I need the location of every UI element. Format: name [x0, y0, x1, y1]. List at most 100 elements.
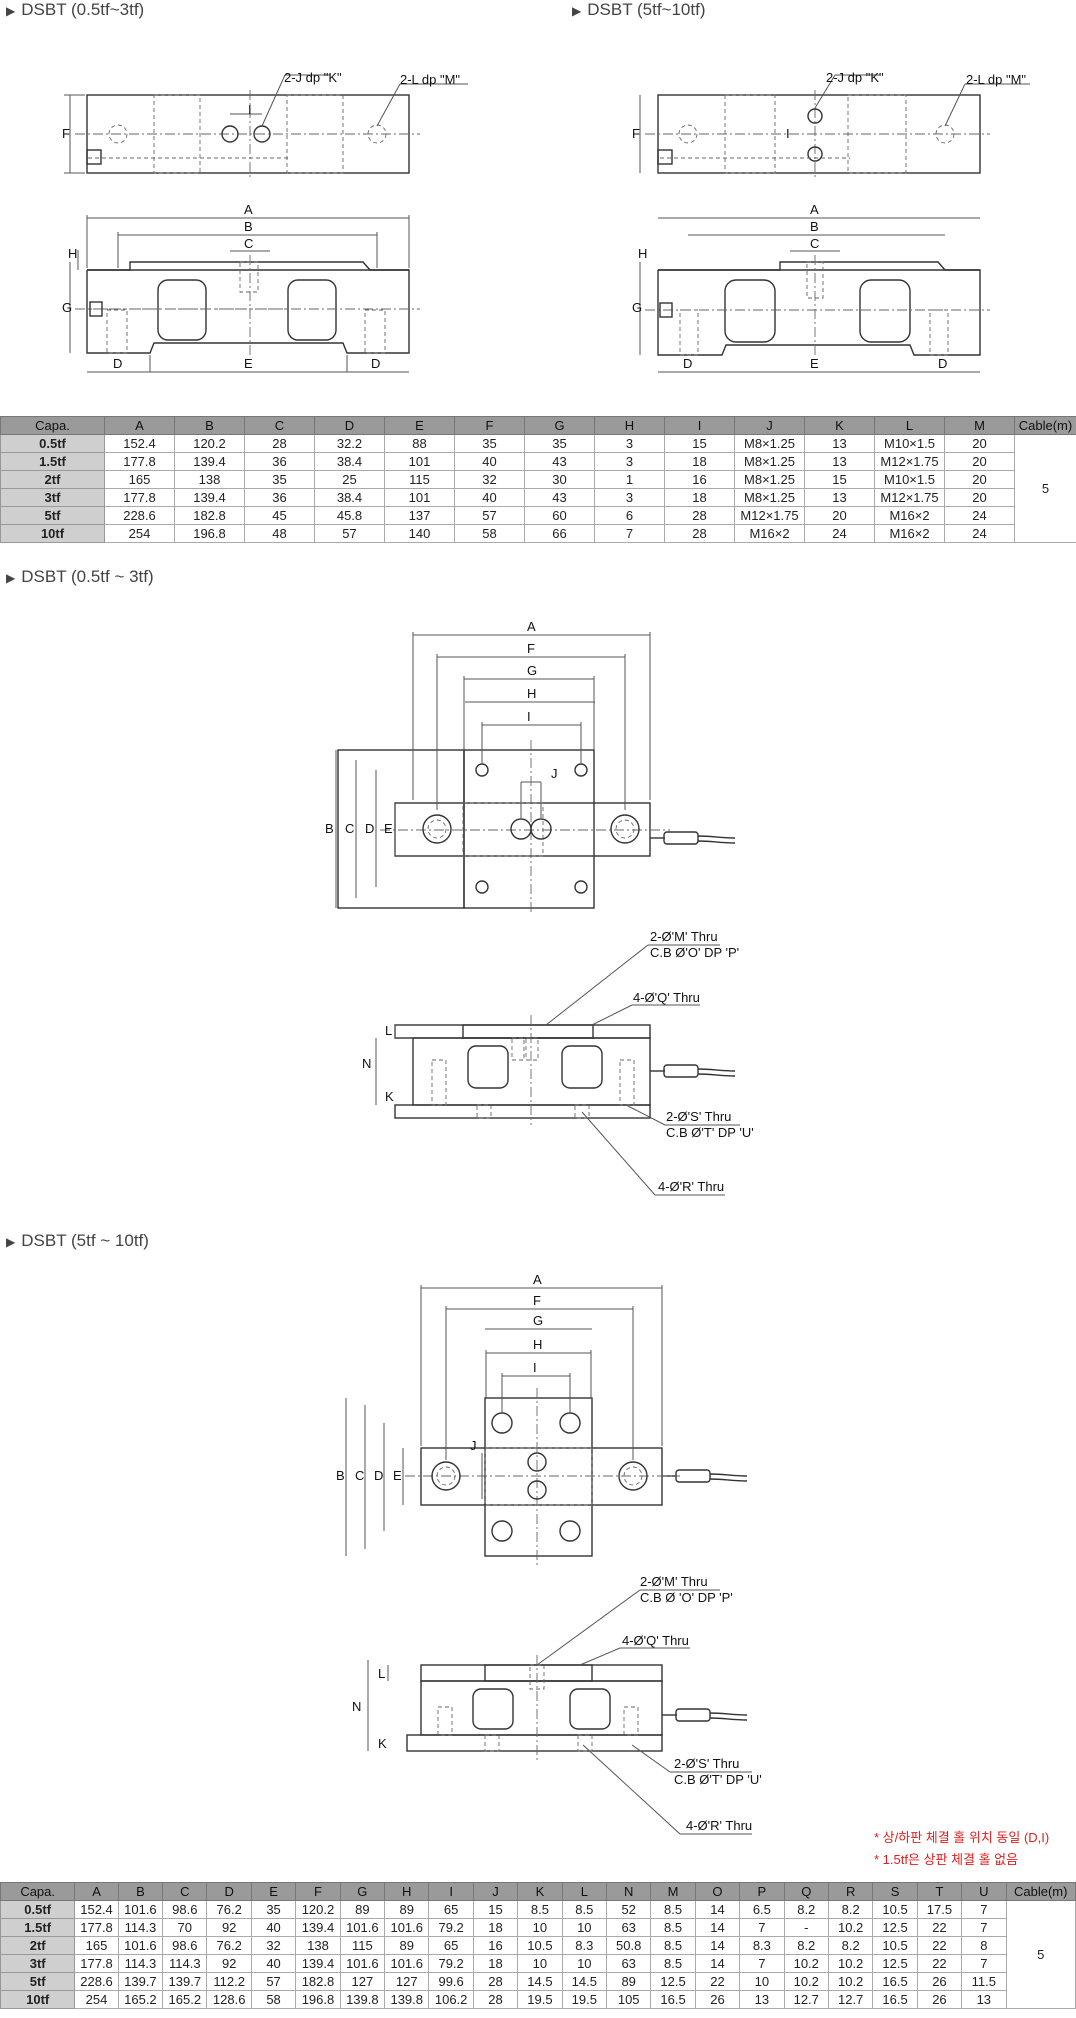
dim-label-E: E: [244, 356, 253, 371]
table-cell: 13: [739, 1990, 785, 2009]
table-cell: 139.4: [174, 488, 245, 507]
table-cell: 101.6: [117, 1936, 164, 1955]
table-cell: 40: [250, 1918, 297, 1937]
table-cell: M16×2: [874, 506, 945, 525]
dim-label-A: A: [244, 202, 253, 217]
table-cell: 8: [961, 1936, 1007, 1955]
table-cell: 8.2: [827, 1900, 874, 1919]
top-right-side-view: A B C G H D E D: [632, 202, 990, 373]
column-header: G: [339, 1882, 386, 1901]
table-cell: 8.3: [739, 1936, 785, 1955]
table-cell: 19.5: [561, 1990, 608, 2009]
dim-label-A: A: [527, 619, 536, 634]
table-cell: 14: [694, 1900, 741, 1919]
table-cell: 106.2: [428, 1990, 474, 2009]
label-q-thru: 4-Ø'Q' Thru: [633, 990, 700, 1005]
table-cell: 165.2: [117, 1990, 164, 2009]
dim-label-B: B: [336, 1468, 345, 1483]
column-header: L: [874, 416, 945, 435]
table-cell: 7: [961, 1918, 1007, 1937]
table-cell: -: [783, 1918, 829, 1937]
table-cell: 63: [605, 1918, 652, 1937]
table-cell: 24: [944, 524, 1015, 543]
table-cell: 7: [739, 1954, 785, 1973]
note-hole-position: * 상/하판 체결 홀 위치 동일 (D,I): [874, 1830, 1050, 1845]
table-cell: 45: [244, 506, 315, 525]
table-cell: 88: [384, 434, 455, 453]
table-cell: 26: [694, 1990, 741, 2009]
column-header: T: [916, 1882, 963, 1901]
section-title-dsbt-large-assembly: ▶DSBT (5tf ~ 10tf): [6, 1231, 149, 1250]
table-cell: 20: [944, 434, 1015, 453]
dim-label-F: F: [533, 1293, 541, 1308]
column-header: I: [428, 1882, 474, 1901]
capacity-cell: 10tf: [0, 524, 105, 543]
table-cell: 20: [944, 488, 1015, 507]
table-cell: 38.4: [314, 452, 385, 471]
dim-label-L: L: [378, 1666, 385, 1681]
dim-label-J: J: [551, 766, 558, 781]
table-cell: 228.6: [104, 506, 175, 525]
table-cell: 16.5: [650, 1990, 696, 2009]
table-cell: 101: [384, 452, 455, 471]
table-cell: 139.8: [384, 1990, 430, 2009]
table-cell: 7: [594, 524, 665, 543]
table-cell: 89: [339, 1900, 386, 1919]
table-cell: 8.2: [783, 1900, 829, 1919]
table-cell: 14: [694, 1954, 741, 1973]
table-cell: 7: [961, 1900, 1007, 1919]
table-cell: 79.2: [428, 1954, 474, 1973]
table-cell: M10×1.5: [874, 470, 945, 489]
dim-label-G: G: [533, 1313, 543, 1328]
label-2-l-dp-m: 2-L dp "M": [400, 72, 460, 87]
column-header: F: [454, 416, 525, 435]
table-cell: 40: [454, 452, 525, 471]
table-cell: 35: [244, 470, 315, 489]
label-cb-t-u: C.B Ø'T' DP 'U': [666, 1125, 754, 1140]
capacity-cell: 5tf: [0, 1972, 76, 1991]
table-cell: 1: [594, 470, 665, 489]
dim-label-C: C: [355, 1468, 364, 1483]
table-cell: 7: [739, 1918, 785, 1937]
table-cell: 20: [944, 452, 1015, 471]
table-cell: 8.3: [561, 1936, 608, 1955]
table-cell: 25: [314, 470, 385, 489]
table-cell: 32: [250, 1936, 297, 1955]
dim-label-G: G: [527, 663, 537, 678]
table-cell: 139.7: [162, 1972, 208, 1991]
table-cell: 10.2: [827, 1918, 874, 1937]
dim-label-A: A: [810, 202, 819, 217]
table-cell: 152.4: [74, 1900, 119, 1919]
capacity-cell: 0.5tf: [0, 1900, 76, 1919]
table-cell: 76.2: [206, 1936, 252, 1955]
table-cell: 65: [428, 1900, 474, 1919]
dim-label-G: G: [632, 300, 642, 315]
table-cell: 99.6: [428, 1972, 474, 1991]
table-cell: 13: [961, 1990, 1007, 2009]
table-cell: M8×1.25: [734, 488, 805, 507]
table-cell: 101.6: [117, 1900, 164, 1919]
dim-label-D: D: [113, 356, 122, 371]
table-cell: 36: [244, 488, 315, 507]
dim-label-F: F: [632, 126, 640, 141]
column-header: S: [872, 1882, 918, 1901]
table-cell: 40: [250, 1954, 297, 1973]
table-cell: M16×2: [874, 524, 945, 543]
column-header: H: [384, 1882, 430, 1901]
table-cell: 3: [594, 452, 665, 471]
column-header: C: [244, 416, 315, 435]
dim-label-E: E: [810, 356, 819, 371]
column-header: M: [650, 1882, 696, 1901]
table-cell: 14.5: [517, 1972, 563, 1991]
label-s-thru: 2-Ø'S' Thru: [674, 1756, 739, 1771]
column-header: F: [295, 1882, 341, 1901]
capacity-cell: 1.5tf: [0, 452, 105, 471]
dim-label-G: G: [62, 300, 72, 315]
table-cell: 57: [314, 524, 385, 543]
dim-label-H: H: [533, 1337, 542, 1352]
label-cb-t-u: C.B Ø'T' DP 'U': [674, 1772, 762, 1787]
label-2-j-dp-k: 2-J dp "K": [826, 70, 884, 85]
